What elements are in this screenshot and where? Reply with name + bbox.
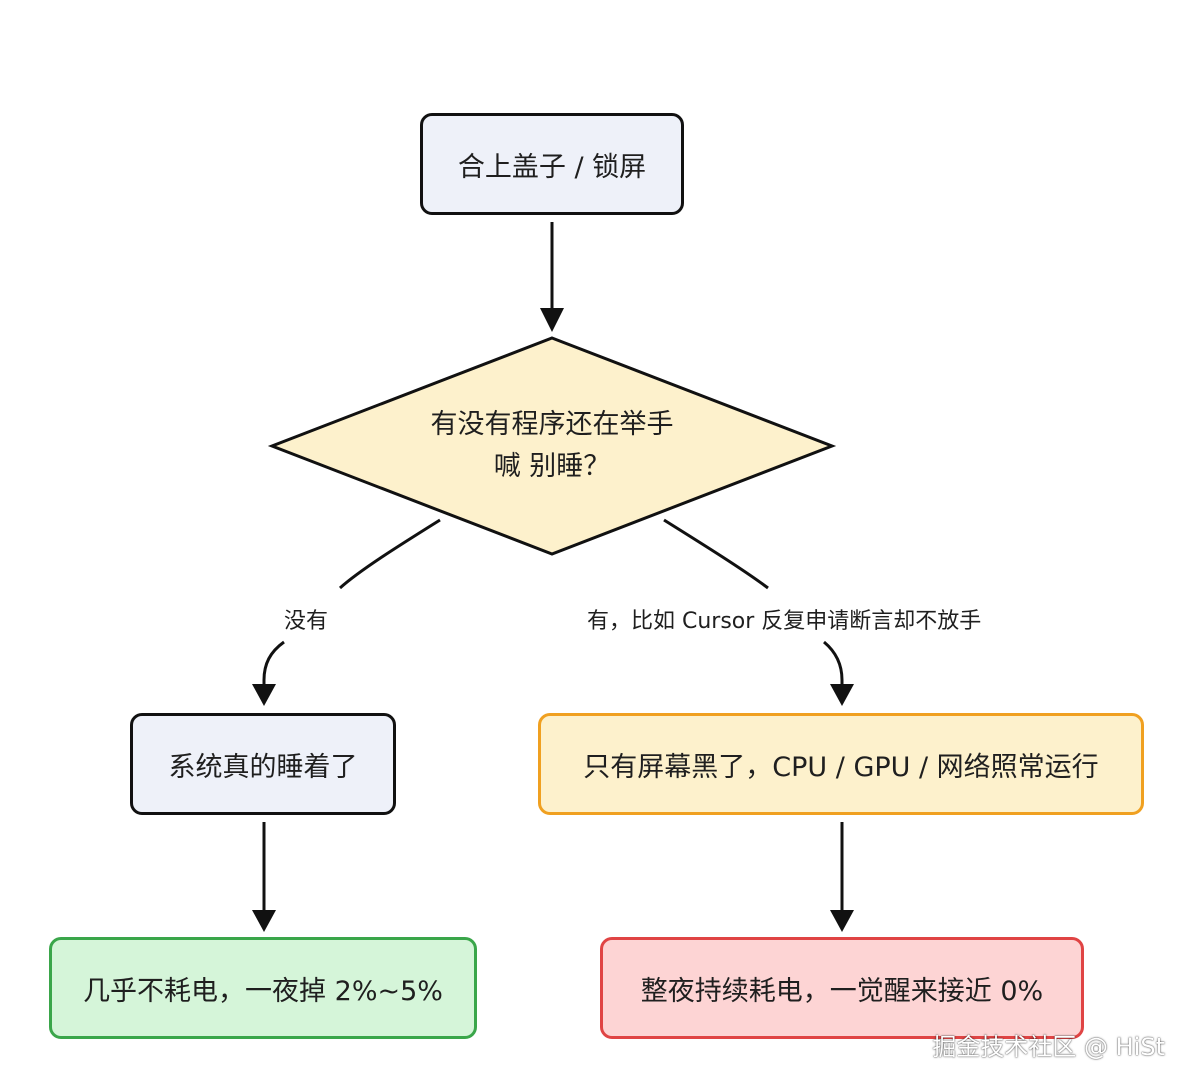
watermark: 掘金技术社区 @ HiSt (932, 1033, 1165, 1061)
low-drain-node: 几乎不耗电，一夜掉 2%~5% (49, 937, 477, 1039)
awake-node-label: 只有屏幕黑了，CPU / GPU / 网络照常运行 (583, 751, 1099, 783)
edge-label-yes-text: 有，比如 Cursor 反复申请断言却不放手 (587, 609, 982, 634)
start-node: 合上盖子 / 锁屏 (420, 113, 684, 215)
sleep-node-label: 系统真的睡着了 (168, 751, 358, 783)
edge-decision-to-awake (663, 518, 769, 590)
arrowhead-sleep-to-low-drain (252, 910, 276, 932)
start-node-label: 合上盖子 / 锁屏 (457, 151, 647, 183)
edge-decision-to-awake-lower (823, 640, 844, 690)
edge-decision-to-sleep (338, 518, 441, 590)
decision-label-line2: 喊 别睡？ (493, 451, 611, 482)
arrowhead-awake-to-high-drain (830, 910, 854, 932)
edge-decision-to-sleep-lower (262, 640, 285, 690)
decision-label-line1: 有没有程序还在举手 (430, 409, 674, 440)
arrowhead-decision-to-awake (830, 684, 854, 706)
low-drain-node-label: 几乎不耗电，一夜掉 2%~5% (83, 975, 443, 1007)
edge-label-yes: 有，比如 Cursor 反复申请断言却不放手 (583, 601, 986, 637)
decision-label: 有没有程序还在举手 喊 别睡？ (352, 404, 752, 488)
awake-node: 只有屏幕黑了，CPU / GPU / 网络照常运行 (538, 713, 1144, 815)
arrowhead-decision-to-sleep (252, 684, 276, 706)
sleep-node: 系统真的睡着了 (130, 713, 396, 815)
high-drain-node: 整夜持续耗电，一觉醒来接近 0% (600, 937, 1084, 1039)
arrowhead-start-to-decision (540, 308, 564, 332)
high-drain-node-label: 整夜持续耗电，一觉醒来接近 0% (640, 975, 1044, 1007)
edge-label-no: 没有 (280, 601, 333, 637)
edge-label-no-text: 没有 (284, 609, 329, 634)
decision-diamond (267, 336, 837, 556)
